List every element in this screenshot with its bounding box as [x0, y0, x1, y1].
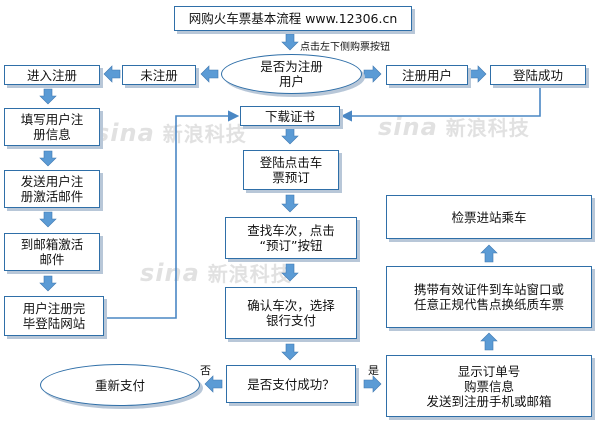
find-train-text: 查找车次，点击 “预订”按钮 — [247, 223, 335, 253]
board-box: 检票进站乘车 — [386, 195, 592, 239]
watermark-2: sina 新浪科技 — [378, 112, 530, 141]
watermark-text: 新浪科技 — [207, 262, 292, 286]
find-train-box: 查找车次，点击 “预订”按钮 — [225, 217, 357, 259]
not-registered-text: 未注册 — [140, 67, 178, 83]
register-done-text: 用户注册完 毕登陆网站 — [22, 301, 86, 331]
go-register-text: 进入注册 — [26, 67, 77, 83]
pay-success-text: 是否支付成功？ — [247, 376, 335, 392]
watermark-brand: sina — [140, 259, 200, 287]
arrow-send-to-activate — [39, 211, 57, 228]
send-email-text: 发送用户注 册激活邮件 — [20, 174, 84, 204]
activate-email-text: 到邮箱激活 邮件 — [20, 237, 84, 267]
registered-user-text: 注册用户 — [401, 67, 452, 83]
activate-email-box: 到邮箱激活 邮件 — [4, 233, 100, 271]
arrow-login-to-find — [281, 194, 299, 213]
show-order-text: 显示订单号 购票信息 发送到注册手机或邮箱 — [426, 363, 552, 409]
arrow-question-to-registered — [363, 65, 382, 83]
arrow-confirm-to-pay — [281, 343, 299, 361]
login-book-text: 登陆点击车 票预订 — [259, 155, 323, 185]
yes-label: 是 — [368, 364, 379, 377]
confirm-train-text: 确认车次，选择 银行支付 — [247, 298, 335, 328]
show-order-box: 显示订单号 购票信息 发送到注册手机或邮箱 — [386, 355, 592, 417]
arrow-exchange-to-board — [480, 244, 498, 263]
repay-ellipse: 重新支付 — [40, 364, 200, 406]
not-registered-box: 未注册 — [122, 65, 196, 85]
arrow-not-registered-to-go-register — [103, 65, 121, 83]
is-registered-decision: 是否为注册 用户 — [221, 54, 362, 94]
arrow-activate-to-done — [39, 275, 57, 292]
arrow-order-to-exchange — [480, 332, 498, 351]
arrow-question-to-not-registered — [200, 65, 219, 83]
watermark-brand: sina — [378, 113, 438, 141]
arrow-title-to-question — [281, 33, 299, 51]
download-cert-box: 下载证书 — [240, 106, 340, 126]
connector-done-to-cert — [106, 110, 240, 319]
watermark-brand: sina — [95, 119, 155, 147]
arrow-registered-to-success — [469, 65, 487, 83]
watermark-text: 新浪科技 — [445, 116, 530, 140]
go-register-box: 进入注册 — [4, 65, 100, 85]
click-hint-label: 点击左下侧购票按钮 — [300, 42, 390, 53]
exchange-text: 携带有效证件到车站窗口或 任意正规代售点换纸质车票 — [413, 282, 564, 312]
register-done-box: 用户注册完 毕登陆网站 — [4, 296, 104, 336]
pay-success-decision: 是否支付成功？ — [226, 365, 356, 403]
fill-info-text: 填写用户注 册信息 — [20, 112, 84, 142]
title-text: 网购火车票基本流程 www.12306.cn — [188, 11, 398, 26]
fill-info-box: 填写用户注 册信息 — [4, 108, 100, 146]
repay-text: 重新支付 — [94, 377, 145, 393]
arrow-fill-to-send — [39, 150, 57, 167]
board-text: 检票进站乘车 — [451, 209, 527, 225]
is-registered-text: 是否为注册 用户 — [260, 59, 323, 89]
login-success-text: 登陆成功 — [512, 67, 563, 83]
arrow-go-register-to-fill — [39, 88, 57, 105]
download-cert-text: 下载证书 — [264, 108, 315, 124]
login-success-box: 登陆成功 — [490, 65, 586, 85]
watermark-3: sina 新浪科技 — [140, 258, 292, 287]
connector-success-to-cert — [340, 86, 541, 122]
exchange-box: 携带有效证件到车站窗口或 任意正规代售点换纸质车票 — [386, 266, 592, 328]
no-label: 否 — [200, 364, 211, 377]
registered-user-box: 注册用户 — [386, 65, 468, 85]
arrow-pay-to-repay — [204, 375, 223, 393]
login-book-box: 登陆点击车 票预订 — [243, 150, 339, 190]
send-email-box: 发送用户注 册激活邮件 — [4, 170, 100, 208]
confirm-train-box: 确认车次，选择 银行支付 — [225, 287, 357, 339]
arrow-cert-to-login — [281, 127, 299, 145]
arrow-find-to-confirm — [281, 263, 299, 282]
title-box: 网购火车票基本流程 www.12306.cn — [174, 6, 412, 31]
arrow-pay-to-order — [363, 375, 382, 393]
